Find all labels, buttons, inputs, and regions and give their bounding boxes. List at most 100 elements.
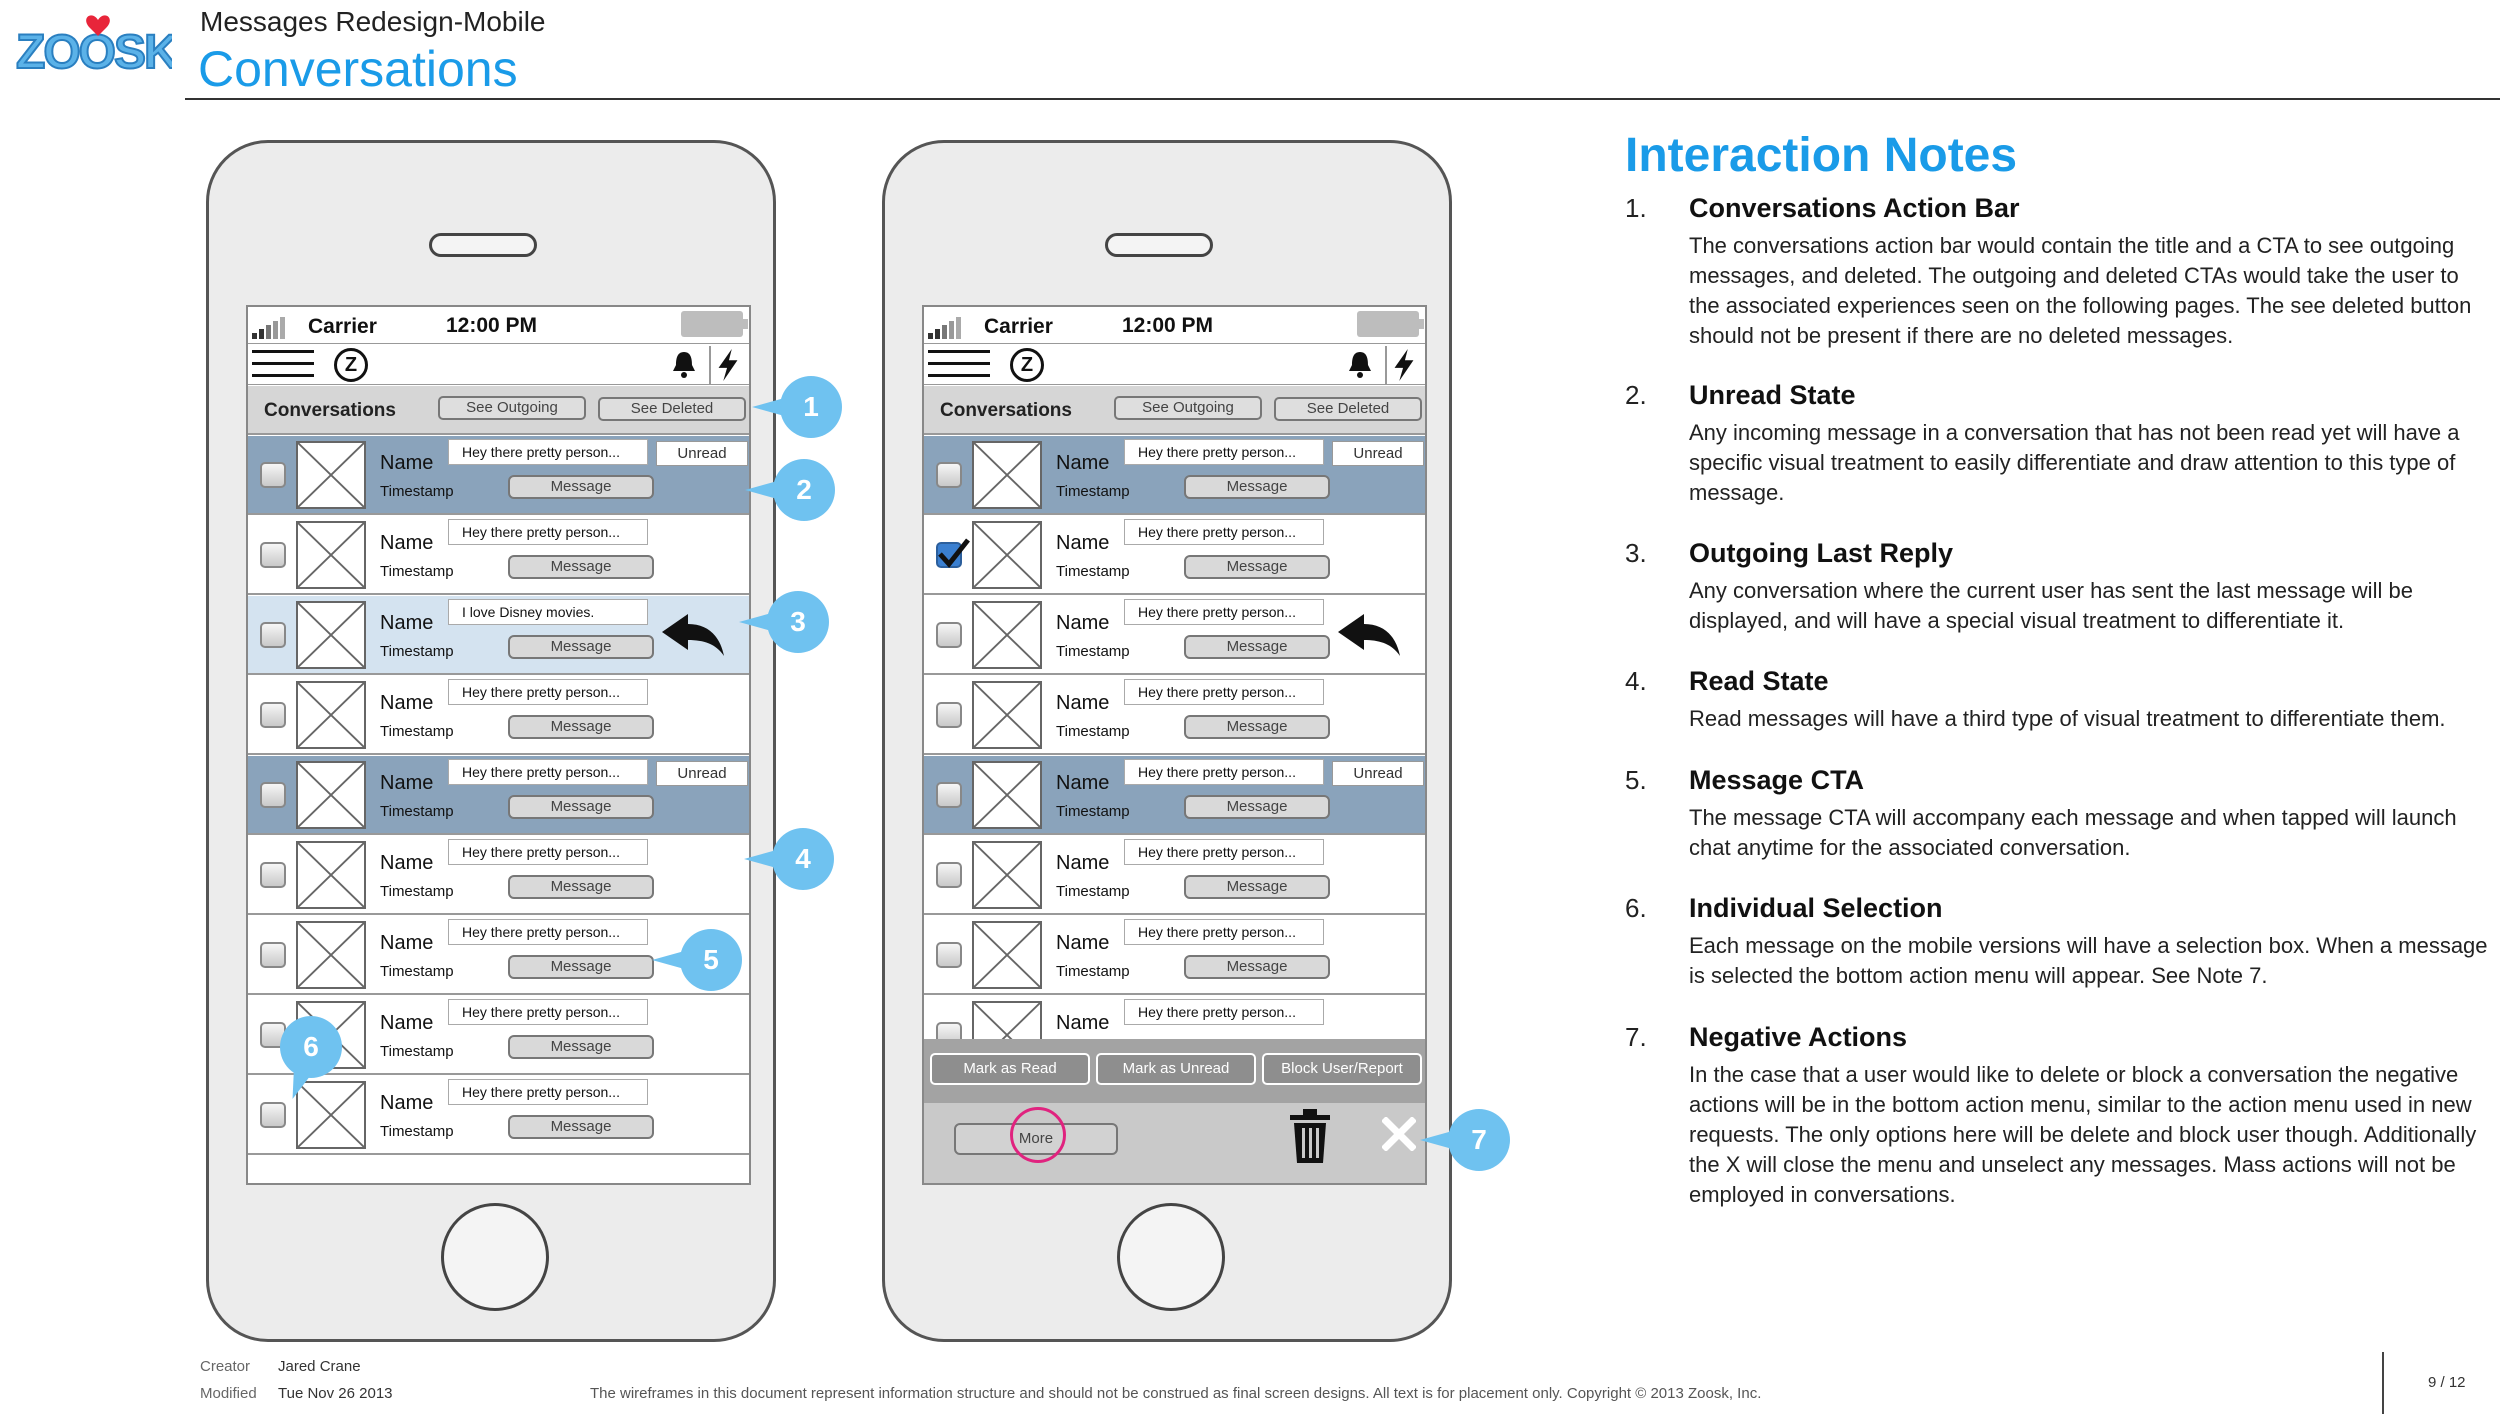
mark-as-read-button[interactable]: Mark as Read [930,1053,1090,1085]
conversation-row-read[interactable]: Name Timestamp Hey there pretty person..… [248,916,749,995]
select-checkbox[interactable] [260,862,286,888]
block-user-report-button[interactable]: Block User/Report [1262,1053,1422,1085]
message-button[interactable]: Message [508,555,654,579]
message-button[interactable]: Message [508,1035,654,1059]
status-bar: Carrier 12:00 PM [924,307,1425,343]
close-icon[interactable] [1382,1117,1416,1151]
battery-icon [1357,311,1424,337]
callout-1: 1 [752,376,842,438]
phone-speaker [429,233,537,257]
select-checkbox[interactable] [936,782,962,808]
select-checkbox[interactable] [260,622,286,648]
hamburger-menu-icon[interactable] [928,350,990,378]
message-preview: Hey there pretty person... [1124,759,1324,785]
bottom-action-menu: Mark as Read Mark as Unread Block User/R… [924,1039,1425,1183]
message-button[interactable]: Message [508,875,654,899]
footer-divider [2382,1352,2384,1414]
message-preview: Hey there pretty person... [448,759,648,785]
phone-home-button[interactable] [441,1203,549,1311]
message-button[interactable]: Message [1184,715,1330,739]
message-button[interactable]: Message [1184,555,1330,579]
conversation-row-unread[interactable]: Name Timestamp Hey there pretty person..… [248,756,749,835]
conversation-row-read[interactable]: Name Timestamp Hey there pretty person..… [248,676,749,755]
select-checkbox[interactable] [260,542,286,568]
bottom-action-toolbar: More [924,1103,1425,1183]
avatar-placeholder-icon [296,761,366,829]
callout-2: 2 [745,459,835,521]
mark-as-unread-button[interactable]: Mark as Unread [1096,1053,1256,1085]
conversation-row-unread[interactable]: Name Timestamp Hey there pretty person..… [248,436,749,515]
bell-icon[interactable] [1345,349,1375,379]
select-checkbox[interactable] [260,462,286,488]
status-time: 12:00 PM [446,314,538,337]
conversation-timestamp: Timestamp [1056,723,1130,740]
phone-home-button[interactable] [1117,1203,1225,1311]
conversation-timestamp: Timestamp [380,483,454,500]
conversation-timestamp: Timestamp [380,1043,454,1060]
conversation-row-read[interactable]: Name Timestamp Hey there pretty person..… [248,836,749,915]
conversation-row-outgoing[interactable]: Name Timestamp Hey there pretty person..… [924,596,1425,675]
conversation-timestamp: Timestamp [380,883,454,900]
bell-icon[interactable] [669,349,699,379]
message-button[interactable]: Message [1184,795,1330,819]
conversation-row-unread[interactable]: Name Timestamp Hey there pretty person..… [924,756,1425,835]
conversation-row-unread[interactable]: Name Timestamp Hey there pretty person..… [924,436,1425,515]
conversation-row-read[interactable]: Name Timestamp Hey there pretty person..… [248,1076,749,1155]
battery-icon [681,311,748,337]
select-checkbox-checked[interactable] [936,538,970,568]
conversation-name: Name [1056,692,1110,714]
header-divider [185,98,2500,100]
unread-badge: Unread [1332,761,1424,786]
select-checkbox[interactable] [936,622,962,648]
document-title: Messages Redesign-Mobile [200,6,546,37]
message-button[interactable]: Message [508,795,654,819]
conversation-row-read[interactable]: Name Timestamp Hey there pretty person..… [248,516,749,595]
lightning-bolt-icon[interactable] [709,346,745,384]
conversation-row-read[interactable]: Name Timestamp Hey there pretty person..… [924,836,1425,915]
message-button[interactable]: Message [508,715,654,739]
conversation-row-read[interactable]: Name Timestamp Hey there pretty person..… [924,676,1425,755]
see-outgoing-button[interactable]: See Outgoing [1114,396,1262,420]
message-button[interactable]: Message [1184,475,1330,499]
avatar-placeholder-icon [972,921,1042,989]
reply-arrow-icon [662,614,724,656]
conversation-name: Name [1056,852,1110,874]
see-deleted-button[interactable]: See Deleted [598,397,746,421]
phone-speaker [1105,233,1213,257]
select-checkbox[interactable] [260,782,286,808]
interaction-notes-title: Interaction Notes [1625,129,2018,182]
zoosk-z-icon[interactable]: Z [1010,348,1044,382]
message-button[interactable]: Message [508,475,654,499]
trash-icon[interactable] [1288,1109,1332,1165]
select-checkbox[interactable] [260,942,286,968]
select-checkbox[interactable] [260,702,286,728]
conversation-row-outgoing[interactable]: Name Timestamp I love Disney movies. Mes… [248,596,749,675]
select-checkbox[interactable] [936,462,962,488]
message-button[interactable]: Message [1184,875,1330,899]
select-checkbox[interactable] [936,702,962,728]
message-button[interactable]: Message [1184,635,1330,659]
select-checkbox[interactable] [936,942,962,968]
disclaimer: The wireframes in this document represen… [590,1385,1762,1402]
hamburger-menu-icon[interactable] [252,350,314,378]
lightning-bolt-icon[interactable] [1385,346,1421,384]
more-highlight-circle [1010,1107,1066,1163]
select-checkbox[interactable] [936,862,962,888]
conversation-row-selected[interactable]: Name Timestamp Hey there pretty person..… [924,516,1425,595]
unread-badge: Unread [1332,441,1424,466]
see-outgoing-button[interactable]: See Outgoing [438,396,586,420]
conversation-name: Name [380,932,434,954]
see-deleted-button[interactable]: See Deleted [1274,397,1422,421]
avatar-placeholder-icon [296,441,366,509]
conversation-timestamp: Timestamp [380,723,454,740]
zoosk-z-icon[interactable]: Z [334,348,368,382]
message-preview: Hey there pretty person... [448,839,648,865]
conversation-timestamp: Timestamp [1056,563,1130,580]
message-button[interactable]: Message [508,635,654,659]
message-button[interactable]: Message [1184,955,1330,979]
message-button[interactable]: Message [508,955,654,979]
select-checkbox[interactable] [260,1102,286,1128]
zoosk-logo: ZOOSK [15,15,172,80]
conversation-row-read[interactable]: Name Timestamp Hey there pretty person..… [924,916,1425,995]
message-button[interactable]: Message [508,1115,654,1139]
